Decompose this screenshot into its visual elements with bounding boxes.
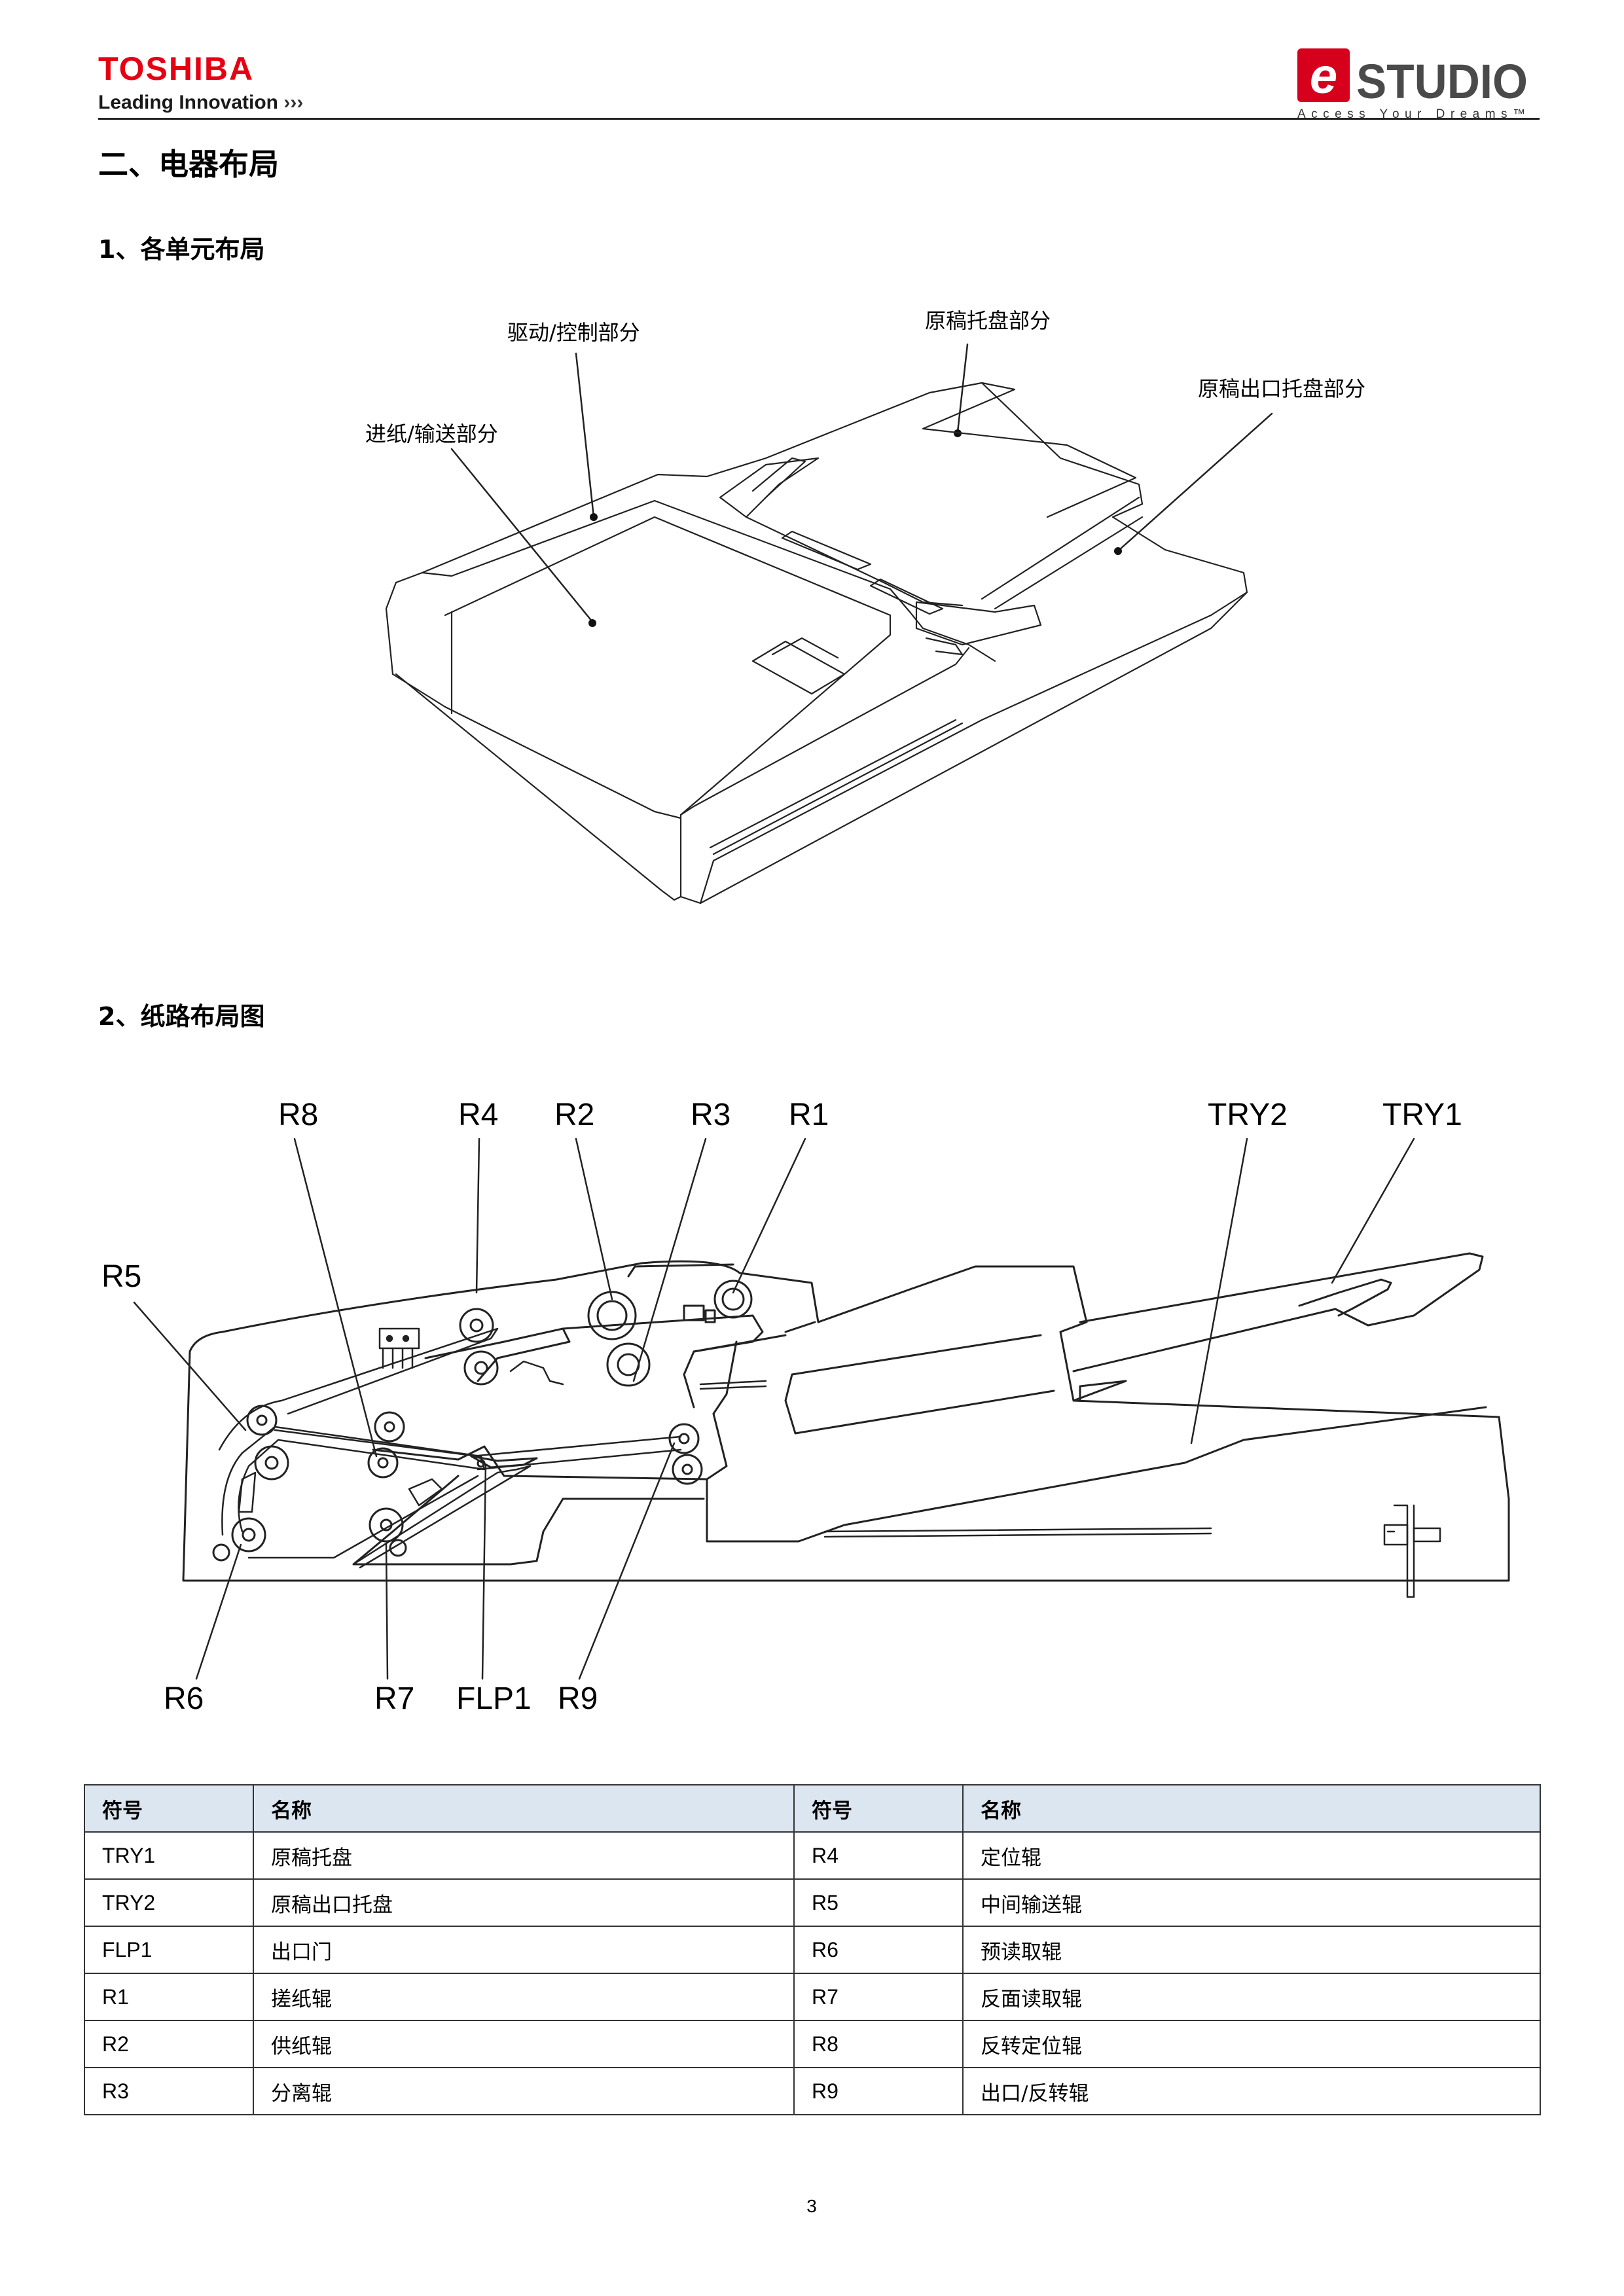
header-cell: 符号 [84, 1784, 254, 1833]
header-cell: 名称 [962, 1784, 1541, 1833]
table-row: TRY2 原稿出口托盘 R5 中间输送辊 [84, 1878, 1541, 1927]
table-cell: R6 [793, 1926, 964, 1974]
roller-R8 [367, 1411, 405, 1479]
sensors [238, 1327, 1441, 1598]
front-handle [751, 637, 846, 695]
table-row: R2 供纸辊 R8 反转定位辊 [84, 2020, 1541, 2068]
table-cell: 分离辊 [253, 2067, 795, 2115]
document-tray [719, 457, 1042, 656]
estudio-logo: e STUDIO Access Your Dreams™ [1297, 48, 1528, 121]
table-header-row: 符号 名称 符号 名称 [84, 1784, 1541, 1833]
label-TRY1: TRY1 [1382, 1098, 1462, 1132]
toshiba-tagline: Leading Innovation ››› [98, 93, 303, 113]
table-cell: 中间输送辊 [962, 1878, 1541, 1927]
roller-R4 [459, 1308, 499, 1386]
estudio-logo-e: e [1310, 48, 1337, 104]
table-cell: 搓纸辊 [253, 1973, 795, 2021]
exit-tray [981, 496, 1144, 610]
table-row: TRY1 原稿托盘 R4 定位辊 [84, 1831, 1541, 1880]
table-cell: R2 [84, 2020, 254, 2068]
table-cell: 供纸辊 [253, 2020, 795, 2068]
leader-dots [588, 429, 1122, 627]
subsection2-title: 2、纸路布局图 [98, 1002, 265, 1031]
label-document-tray: 原稿托盘部分 [925, 308, 1051, 333]
label-R7: R7 [374, 1681, 415, 1716]
page-number: 3 [806, 2196, 817, 2216]
label-feed-transport: 进纸/输送部分 [365, 422, 498, 446]
tagline-text: Leading Innovation [98, 92, 278, 113]
flap-FLP1 [470, 1455, 538, 1469]
estudio-logo-badge [1297, 48, 1350, 102]
label-R8: R8 [278, 1098, 319, 1132]
parts-table: 符号 名称 符号 名称 TRY1 原稿托盘 R4 定位辊 TRY2 原稿出口托盘… [84, 1784, 1541, 2115]
section-title: 二、电器布局 [98, 147, 279, 182]
rollers [212, 1280, 753, 1562]
label-drive-control: 驱动/控制部分 [507, 320, 640, 345]
table-cell: R1 [84, 1973, 254, 2021]
estudio-logo-text: STUDIO [1356, 54, 1528, 109]
adf-body [385, 382, 1248, 905]
paper-guides [218, 1327, 1212, 1569]
table-cell: R8 [793, 2020, 964, 2068]
label-FLP1: FLP1 [456, 1681, 532, 1716]
table-cell: R3 [84, 2067, 254, 2115]
header-cell: 名称 [253, 1784, 795, 1833]
adf-unit-drawing [385, 343, 1273, 905]
table-cell: R9 [793, 2067, 964, 2115]
chevrons-icon: ››› [283, 92, 304, 113]
table-cell: TRY2 [84, 1878, 254, 1927]
housing-outline [182, 1252, 1510, 1582]
table-cell: R7 [793, 1973, 964, 2021]
table-cell: 反转定位辊 [962, 2020, 1541, 2068]
label-TRY2: TRY2 [1208, 1098, 1288, 1132]
table-cell: 原稿托盘 [253, 1831, 795, 1880]
table-cell: TRY1 [84, 1831, 254, 1880]
table-cell: R5 [793, 1878, 964, 1927]
label-exit-tray: 原稿出口托盘部分 [1198, 376, 1366, 401]
label-R5: R5 [101, 1259, 142, 1294]
label-R3: R3 [691, 1098, 731, 1132]
roller-R1 [683, 1280, 753, 1323]
roller-R2 [587, 1291, 651, 1387]
label-R2: R2 [554, 1098, 595, 1132]
table-cell: 出口门 [253, 1926, 795, 1974]
roller-R9 [668, 1423, 703, 1485]
label-R6: R6 [164, 1681, 204, 1716]
paper-path-drawing [133, 1138, 1510, 1680]
label-R4: R4 [458, 1098, 499, 1132]
table-cell: 原稿出口托盘 [253, 1878, 795, 1927]
label-R9: R9 [558, 1681, 598, 1716]
table-cell: 反面读取辊 [962, 1973, 1541, 2021]
toshiba-logo: TOSHIBA [98, 50, 255, 87]
table-row: R3 分离辊 R9 出口/反转辊 [84, 2067, 1541, 2115]
table-row: FLP1 出口门 R6 预读取辊 [84, 1926, 1541, 1974]
roller-R5 [246, 1405, 289, 1480]
roller-R7 [369, 1507, 407, 1557]
table-row: R1 搓纸辊 R7 反面读取辊 [84, 1973, 1541, 2021]
roller-R6 [212, 1517, 266, 1562]
table-cell: R4 [793, 1831, 964, 1880]
table-cell: FLP1 [84, 1926, 254, 1974]
subsection1-title: 1、各单元布局 [98, 235, 265, 264]
table-cell: 定位辊 [962, 1831, 1541, 1880]
label-R1: R1 [789, 1098, 829, 1132]
table-cell: 预读取辊 [962, 1926, 1541, 1974]
header-rule [98, 118, 1540, 120]
table-cell: 出口/反转辊 [962, 2067, 1541, 2115]
leader-lines [450, 343, 1273, 623]
header-cell: 符号 [793, 1784, 964, 1833]
part-leader-lines [133, 1138, 1415, 1680]
